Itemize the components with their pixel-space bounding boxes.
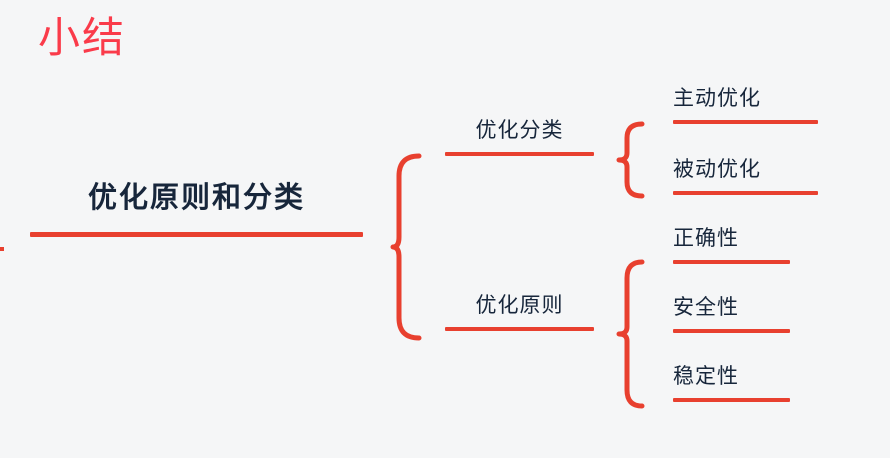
leaf-safety-underline xyxy=(673,329,790,333)
mindmap-node-branch-classification[interactable]: 优化分类 xyxy=(445,116,594,156)
mindmap-leaf-safety[interactable]: 安全性 xyxy=(673,293,790,333)
leaf-stability-label: 稳定性 xyxy=(673,365,739,388)
leaf-correctness-label: 正确性 xyxy=(673,227,739,250)
page-title: 小结 xyxy=(38,14,127,61)
mindmap-node-root[interactable]: 优化原则和分类 xyxy=(30,178,363,237)
leaf-active-optimization-underline xyxy=(673,120,818,124)
leaf-passive-optimization-label: 被动优化 xyxy=(673,158,761,181)
root-node-underline xyxy=(30,232,363,237)
root-node-label: 优化原则和分类 xyxy=(87,182,305,214)
leaf-passive-optimization-underline xyxy=(673,191,818,195)
leaf-stability-underline xyxy=(673,398,790,402)
brace-classification-icon xyxy=(616,121,645,199)
mindmap-leaf-stability[interactable]: 稳定性 xyxy=(673,362,790,402)
incoming-edge-stub xyxy=(0,247,4,251)
mindmap-node-branch-principle[interactable]: 优化原则 xyxy=(445,291,594,331)
mindmap-leaf-correctness[interactable]: 正确性 xyxy=(673,224,790,264)
mindmap-leaf-passive-optimization[interactable]: 被动优化 xyxy=(673,155,818,195)
mindmap-leaf-active-optimization[interactable]: 主动优化 xyxy=(673,84,818,124)
branch-classification-label: 优化分类 xyxy=(475,119,564,142)
brace-principle-icon xyxy=(616,259,645,409)
branch-principle-label: 优化原则 xyxy=(475,294,564,317)
leaf-correctness-underline xyxy=(673,260,790,264)
branch-classification-underline xyxy=(445,152,594,156)
brace-root-icon xyxy=(390,153,422,341)
leaf-active-optimization-label: 主动优化 xyxy=(673,87,761,110)
leaf-safety-label: 安全性 xyxy=(673,296,739,319)
branch-principle-underline xyxy=(445,327,594,331)
